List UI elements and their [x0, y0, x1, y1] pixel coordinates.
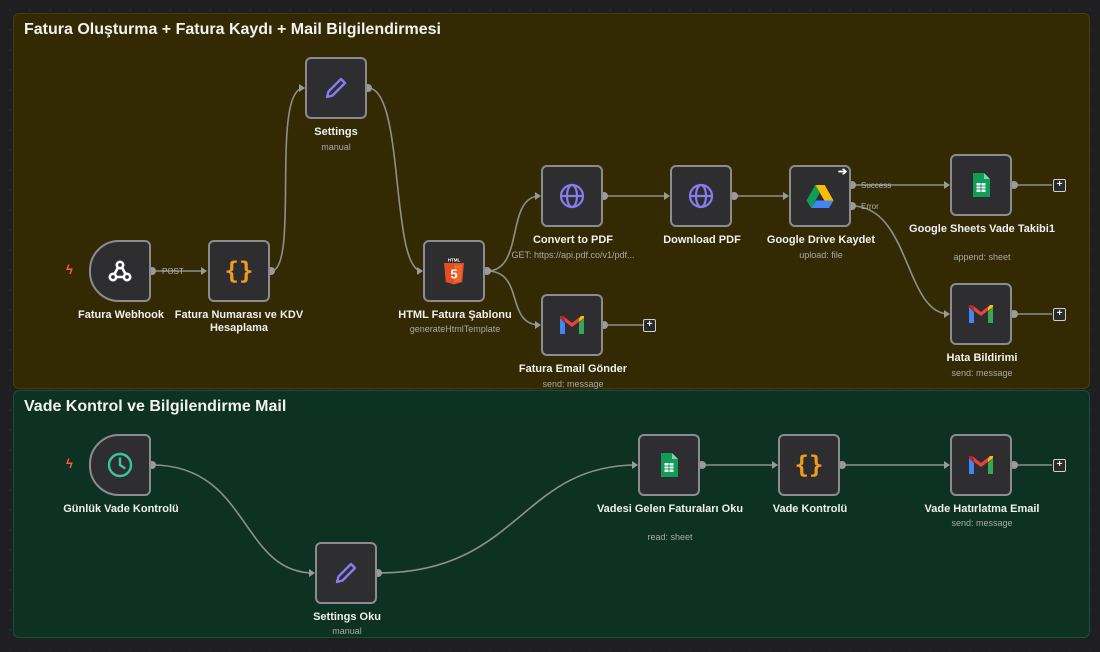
node-vade-email[interactable]: [950, 434, 1012, 496]
add-node-button[interactable]: +: [643, 319, 656, 332]
clock-icon: [105, 450, 135, 480]
trigger-bolt-icon: ϟ: [66, 456, 73, 471]
google-drive-icon: [805, 181, 835, 211]
node-label: Convert to PDF: [532, 234, 614, 246]
code-braces-icon: {}: [794, 451, 824, 479]
node-gunluk-vade[interactable]: [89, 434, 151, 496]
node-label: Settings: [314, 126, 358, 138]
node-label: Google Drive Kaydet: [766, 234, 876, 246]
globe-icon: [557, 181, 587, 211]
node-download-pdf[interactable]: [670, 165, 732, 227]
code-braces-icon: {}: [224, 257, 254, 285]
node-label: Fatura Email Gönder: [518, 363, 628, 375]
node-vadesi-gelen[interactable]: [638, 434, 700, 496]
node-hata-bildirimi[interactable]: [950, 283, 1012, 345]
node-sublabel: upload: file: [799, 250, 843, 260]
node-label: Download PDF: [663, 234, 741, 246]
node-label: Hata Bildirimi: [946, 352, 1018, 364]
add-node-button[interactable]: +: [1053, 308, 1066, 321]
node-sublabel: send: message: [951, 518, 1013, 528]
google-sheets-icon: [966, 170, 996, 200]
node-label: Vadesi Gelen Faturaları Oku: [596, 503, 744, 515]
gmail-icon: [966, 299, 996, 329]
node-settings-oku[interactable]: [315, 542, 377, 604]
google-sheets-icon: [654, 450, 684, 480]
node-label: HTML Fatura Şablonu: [398, 309, 512, 321]
gmail-icon: [557, 310, 587, 340]
node-fatura-hesaplama[interactable]: {}: [208, 240, 270, 302]
node-sublabel: GET: https://api.pdf.co/v1/pdf...: [511, 250, 635, 260]
node-label: Settings Oku: [313, 611, 381, 623]
wire-label-success: Success: [861, 181, 892, 190]
node-sublabel: send: message: [542, 379, 604, 389]
node-convert-pdf[interactable]: [541, 165, 603, 227]
node-sublabel: manual: [321, 142, 351, 152]
sticky-note-title: Fatura Oluşturma + Fatura Kaydı + Mail B…: [24, 21, 441, 38]
add-node-button[interactable]: +: [1053, 179, 1066, 192]
node-label: Günlük Vade Kontrolü: [63, 503, 179, 515]
node-html-sablon[interactable]: HTML 5: [423, 240, 485, 302]
pencil-icon: [321, 73, 351, 103]
node-sublabel: send: message: [951, 368, 1013, 378]
node-label: Vade Hatırlatma Email: [924, 503, 1040, 515]
sticky-note-title: Vade Kontrol ve Bilgilendirme Mail: [24, 398, 287, 415]
node-fatura-webhook[interactable]: [89, 240, 151, 302]
node-label: Fatura Numarası ve KDV Hesaplama: [174, 309, 304, 334]
node-sheets-vade[interactable]: [950, 154, 1012, 216]
node-fatura-email[interactable]: [541, 294, 603, 356]
wire-label-error: Error: [861, 202, 879, 211]
open-arrow-icon: ➔: [838, 166, 848, 178]
node-label: Fatura Webhook: [78, 309, 164, 321]
svg-text:HTML: HTML: [448, 258, 461, 263]
add-node-button[interactable]: +: [1053, 459, 1066, 472]
node-settings[interactable]: [305, 57, 367, 119]
pencil-icon: [331, 558, 361, 588]
node-label: Vade Kontrolü: [772, 503, 848, 515]
html5-icon: HTML 5: [439, 256, 469, 286]
node-sublabel: read: sheet: [647, 532, 693, 542]
gmail-icon: [966, 450, 996, 480]
node-drive-kaydet[interactable]: [789, 165, 851, 227]
webhook-icon: [105, 256, 135, 286]
node-sublabel: generateHtmlTemplate: [409, 324, 501, 334]
node-vade-kontrolu[interactable]: {}: [778, 434, 840, 496]
svg-text:5: 5: [450, 267, 457, 282]
node-label: Google Sheets Vade Takibi1: [909, 223, 1055, 235]
node-sublabel: append: sheet: [953, 252, 1011, 262]
node-sublabel: manual: [332, 626, 362, 636]
globe-icon: [686, 181, 716, 211]
wire-label-post: POST: [162, 267, 184, 276]
trigger-bolt-icon: ϟ: [66, 262, 73, 277]
